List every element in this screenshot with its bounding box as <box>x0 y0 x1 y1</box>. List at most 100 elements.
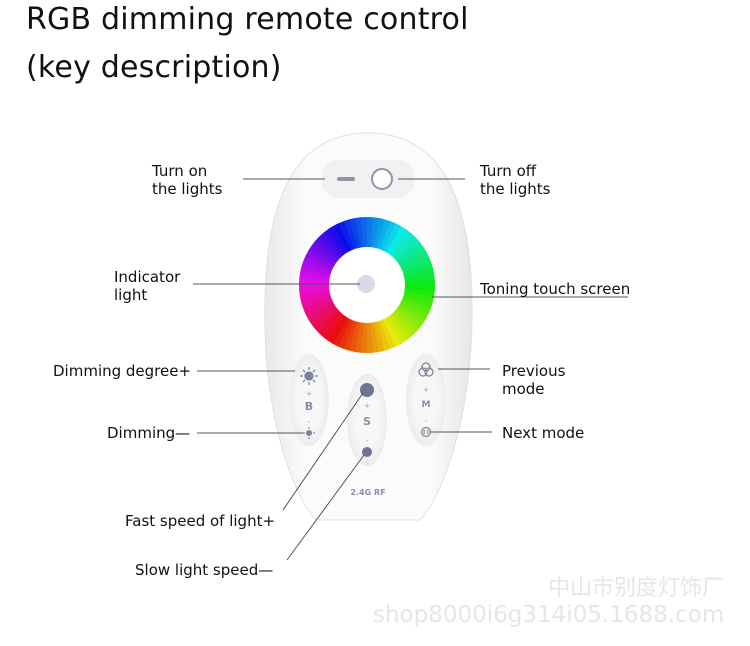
ring-segment[interactable] <box>322 312 346 341</box>
ring-segment[interactable] <box>361 217 369 249</box>
ring-segment[interactable] <box>400 297 431 315</box>
label-turn-off: Turn off the lights <box>480 162 550 198</box>
ring-segment[interactable] <box>401 294 433 310</box>
ring-segment[interactable] <box>400 256 432 273</box>
brightness-minus: - <box>308 418 311 426</box>
ring-segment[interactable] <box>379 221 397 252</box>
ring-segment[interactable] <box>327 225 350 255</box>
ring-segment[interactable] <box>310 305 339 329</box>
ring-segment[interactable] <box>399 251 430 270</box>
ring-segment[interactable] <box>331 316 352 347</box>
leader-fast <box>282 392 364 511</box>
ring-segment[interactable] <box>349 217 362 250</box>
label-indicator-line2: light <box>114 286 148 304</box>
label-previous-mode: Previous mode <box>502 362 565 398</box>
label-previous-line1: Previous <box>502 362 566 380</box>
ring-segment[interactable] <box>348 320 361 352</box>
ring-segment[interactable] <box>370 217 380 249</box>
ring-segment[interactable] <box>305 249 336 270</box>
ring-segment[interactable] <box>397 245 427 268</box>
ring-segment[interactable] <box>376 219 392 251</box>
speed-minus: - <box>366 437 369 445</box>
left-button-panel <box>289 354 329 446</box>
ring-segment[interactable] <box>390 232 416 260</box>
power-panel <box>322 160 414 198</box>
ring-segment[interactable] <box>394 306 423 330</box>
brightness-key-label: B <box>305 400 313 413</box>
sun-large-icon[interactable] <box>300 367 318 385</box>
ring-segment[interactable] <box>379 318 396 350</box>
ring-segment[interactable] <box>395 241 424 265</box>
label-indicator: Indicator light <box>114 268 180 304</box>
ring-segment[interactable] <box>314 308 341 334</box>
ring-segment[interactable] <box>304 300 335 319</box>
ring-segment[interactable] <box>387 313 411 342</box>
ring-segment[interactable] <box>372 320 385 353</box>
off-button[interactable] <box>371 168 393 190</box>
ring-segment[interactable] <box>398 300 429 321</box>
ring-segment[interactable] <box>314 236 342 262</box>
ring-segment[interactable] <box>365 321 373 353</box>
ring-segment[interactable] <box>384 315 407 345</box>
ring-segment[interactable] <box>392 308 420 334</box>
leader-lines <box>193 178 628 561</box>
color-ring[interactable] <box>299 217 436 353</box>
ring-segment[interactable] <box>382 317 401 348</box>
label-indicator-line1: Indicator <box>114 268 181 286</box>
watermark-company: 中山市别度灯饰厂 <box>548 576 725 601</box>
ring-segment[interactable] <box>403 279 436 287</box>
ring-segment[interactable] <box>327 314 349 344</box>
ring-segment[interactable] <box>307 302 337 325</box>
brightness-plus: + <box>306 390 312 398</box>
ring-segment[interactable] <box>299 283 331 291</box>
label-dimming-minus: Dimming— <box>107 424 191 442</box>
title-line-1: RGB dimming remote control <box>26 2 469 37</box>
ring-segment[interactable] <box>354 321 364 353</box>
ring-segment[interactable] <box>402 267 435 280</box>
ring-segment[interactable] <box>393 236 420 262</box>
label-turn-on: Turn on the lights <box>152 162 222 198</box>
center-button-panel <box>347 374 387 466</box>
ring-segment[interactable] <box>318 310 344 338</box>
ring-segment[interactable] <box>388 229 412 258</box>
ring-segment[interactable] <box>373 218 386 250</box>
rf-label: 2.4G RF <box>350 488 385 497</box>
ring-segment[interactable] <box>299 272 331 282</box>
mode-plus: + <box>423 386 429 394</box>
leader-slow <box>286 454 365 561</box>
label-turn-on-line1: Turn on <box>152 162 208 180</box>
ring-segment[interactable] <box>323 228 347 257</box>
ring-segment[interactable] <box>333 222 352 253</box>
ring-segment[interactable] <box>338 220 355 252</box>
on-button[interactable] <box>337 177 355 181</box>
ring-segment[interactable] <box>382 223 403 254</box>
ring-segment[interactable] <box>302 297 334 314</box>
label-turn-on-line2: the lights <box>152 180 223 198</box>
ring-segment[interactable] <box>396 303 426 325</box>
ring-segment[interactable] <box>303 255 334 273</box>
mode-circles-icon[interactable] <box>418 362 434 377</box>
ring-segment[interactable] <box>402 291 434 304</box>
ring-segment[interactable] <box>403 288 435 298</box>
sun-small-icon[interactable] <box>303 427 315 439</box>
ring-segment[interactable] <box>299 290 332 303</box>
speed-fast-button[interactable] <box>360 383 374 397</box>
ring-segment[interactable] <box>300 266 332 279</box>
ring-segment[interactable] <box>301 260 333 276</box>
label-toning: Toning touch screen <box>480 280 631 298</box>
ring-segment[interactable] <box>401 261 433 277</box>
label-turn-off-line2: the lights <box>480 180 551 198</box>
ring-segment[interactable] <box>311 240 340 264</box>
ring-segment[interactable] <box>337 318 355 349</box>
ring-segment[interactable] <box>318 232 344 259</box>
ring-segment[interactable] <box>390 311 416 338</box>
speed-slow-button[interactable] <box>362 447 372 457</box>
ring-segment[interactable] <box>342 319 358 351</box>
ring-segment[interactable] <box>343 219 359 251</box>
mode-key-label: M <box>422 400 431 410</box>
ring-segment[interactable] <box>375 319 391 351</box>
ring-segment[interactable] <box>385 226 407 256</box>
ring-segment[interactable] <box>308 245 338 267</box>
ring-segment[interactable] <box>301 293 333 309</box>
label-next-mode: Next mode <box>502 424 585 442</box>
